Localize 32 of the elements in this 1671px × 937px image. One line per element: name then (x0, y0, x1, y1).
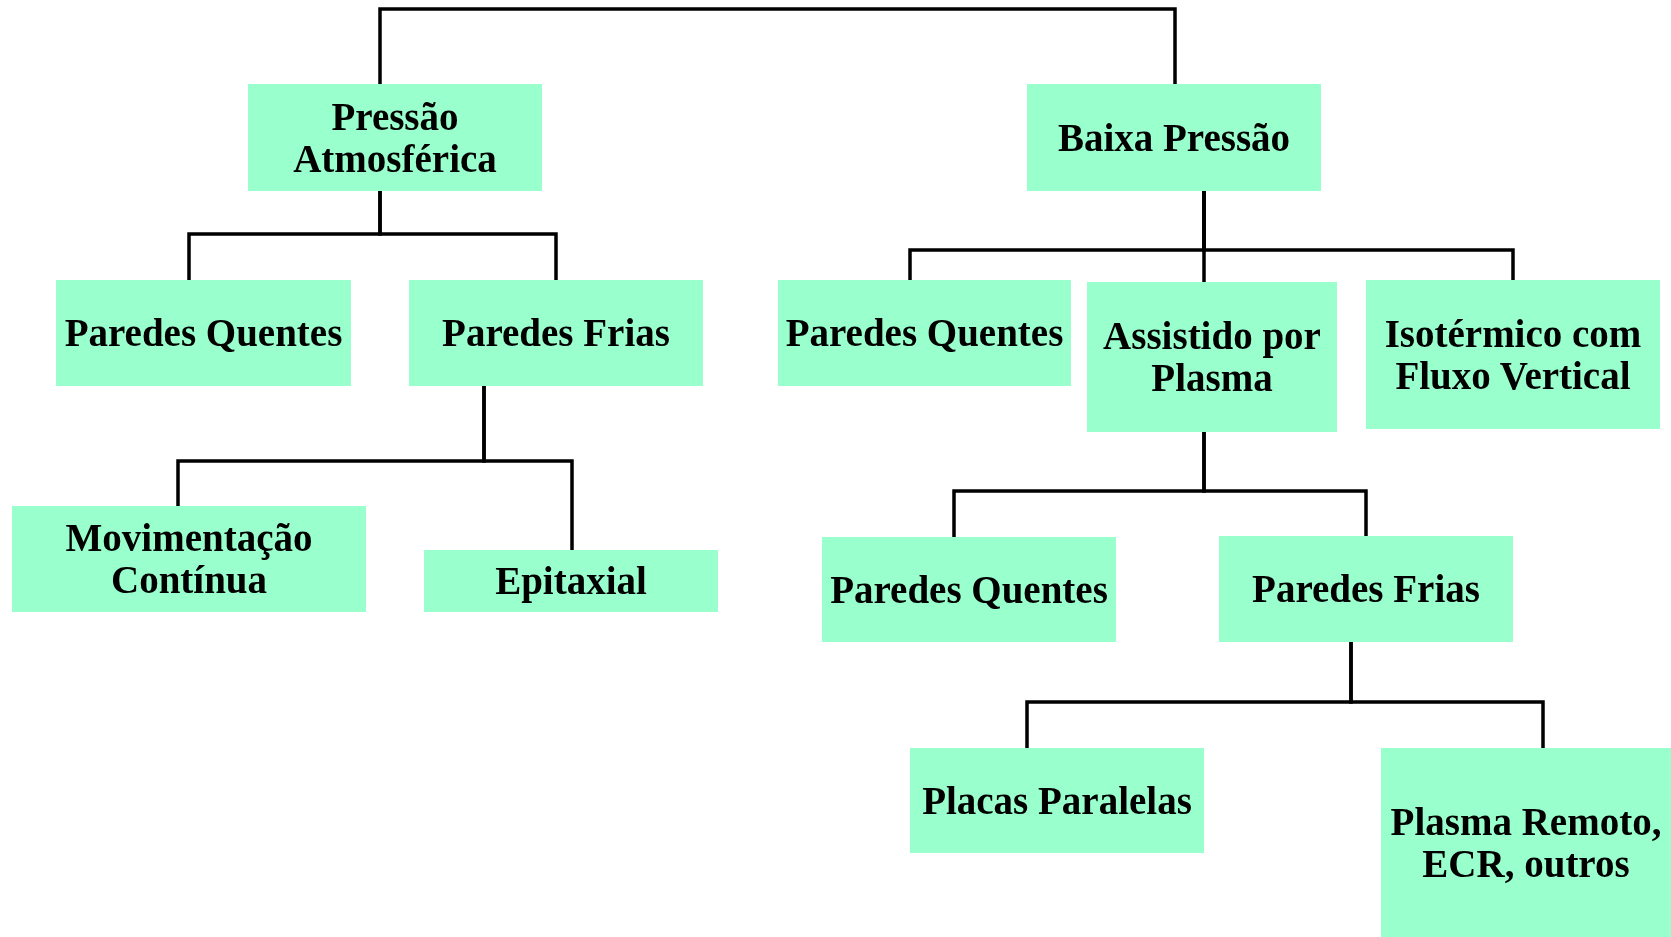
connector-line (378, 191, 558, 280)
box-label: Assistido por Plasma (1102, 315, 1322, 399)
connector-line (378, 7, 1177, 84)
category-box (56, 280, 351, 386)
box-label: Epitaxial (495, 560, 647, 602)
box-label: Baixa Pressão (1057, 116, 1291, 159)
category-box (1366, 280, 1660, 429)
category-box (424, 550, 718, 612)
category-box (1381, 748, 1671, 937)
box-label: Plasma Remoto, ECR, outros (1389, 800, 1663, 885)
connector-line (1202, 191, 1515, 280)
category-box (12, 506, 366, 612)
category-box (822, 537, 1116, 642)
box-label: Pressão Atmosférica (292, 95, 498, 180)
connector-line (1349, 642, 1545, 748)
category-box (248, 84, 542, 191)
connector-line (1202, 432, 1368, 536)
category-box (1027, 84, 1321, 191)
box-label: Paredes Frias (1252, 568, 1480, 610)
box-label: Paredes Quentes (785, 312, 1064, 354)
box-label: Paredes Frias (442, 312, 670, 354)
category-box (1087, 282, 1337, 432)
category-box (1219, 536, 1513, 642)
box-label: Paredes Quentes (64, 312, 343, 354)
category-box (409, 280, 703, 386)
box-label: Placas Paralelas (922, 779, 1192, 822)
category-box (778, 280, 1071, 386)
box-label: Paredes Quentes (830, 568, 1108, 611)
category-box (910, 748, 1204, 853)
box-label: Movimentação Contínua (64, 517, 314, 601)
connector-line (482, 386, 574, 550)
box-label: Isotérmico com Fluxo Vertical (1383, 312, 1643, 397)
